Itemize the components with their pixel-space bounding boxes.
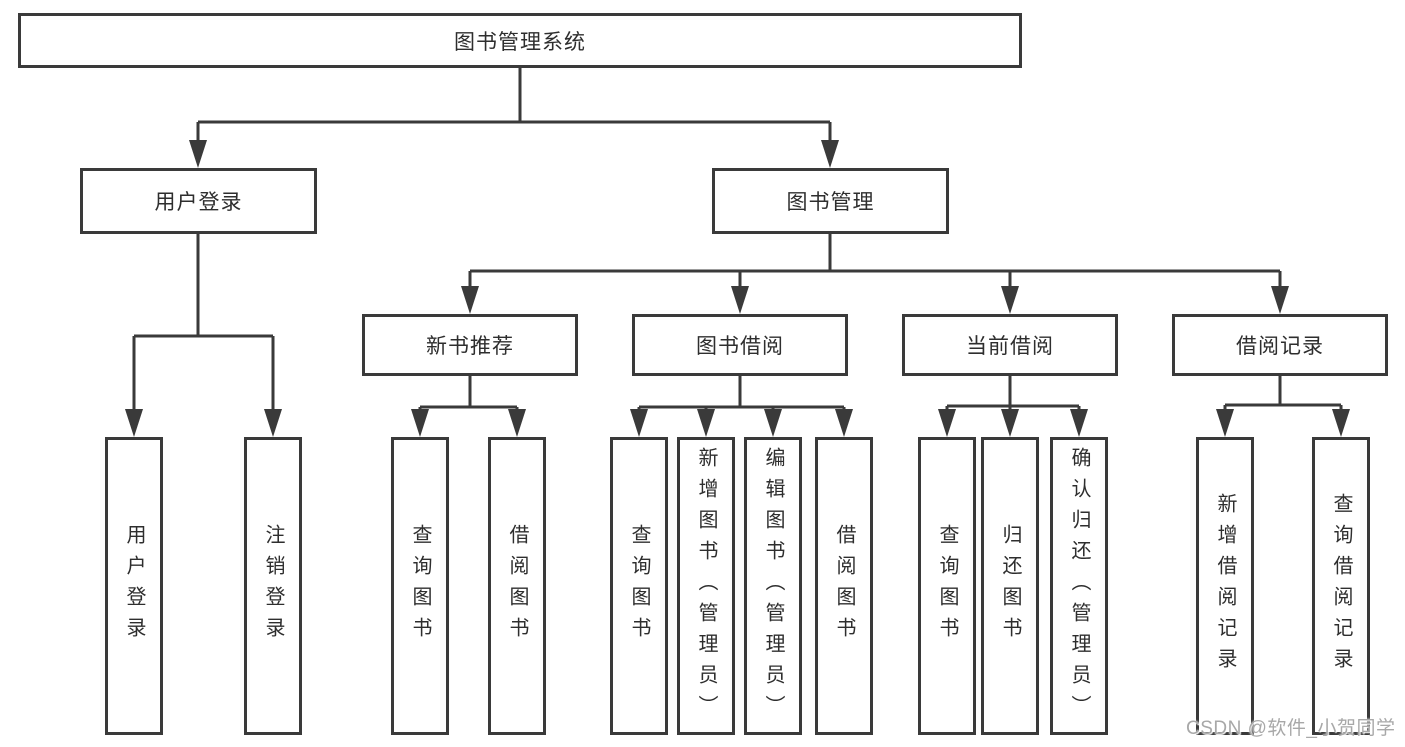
node-user-login: 用户登录 xyxy=(80,168,317,234)
node-label: 借阅图书 xyxy=(833,524,855,648)
node-current-borrow: 当前借阅 xyxy=(902,314,1118,376)
node-label: 图书管理 xyxy=(786,191,875,214)
node-label: 借阅图书 xyxy=(506,524,528,648)
leaf-confirm-return-admin: 确认归还（管理员） xyxy=(1050,437,1108,735)
leaf-add-books-admin: 新增图书（管理员） xyxy=(677,437,735,735)
node-label: 确认归还（管理员） xyxy=(1068,446,1090,726)
node-borrow-records: 借阅记录 xyxy=(1172,314,1388,376)
leaf-query-books-recommend: 查询图书 xyxy=(391,437,449,735)
node-label: 新书推荐 xyxy=(426,335,514,358)
node-label: 编辑图书（管理员） xyxy=(762,446,784,726)
csdn-watermark: CSDN @软件_小贺同学 xyxy=(1186,718,1396,739)
node-label: 查询借阅记录 xyxy=(1330,493,1352,679)
node-book-borrow: 图书借阅 xyxy=(632,314,848,376)
node-label: 用户登录 xyxy=(154,191,243,214)
node-label: 查询图书 xyxy=(409,524,431,648)
leaf-borrow-books: 借阅图书 xyxy=(815,437,873,735)
leaf-query-books-borrow: 查询图书 xyxy=(610,437,668,735)
node-label: 当前借阅 xyxy=(966,335,1054,358)
node-label: 借阅记录 xyxy=(1236,335,1324,358)
node-label: 注销登录 xyxy=(262,524,284,648)
leaf-edit-books-admin: 编辑图书（管理员） xyxy=(744,437,802,735)
node-label: 图书借阅 xyxy=(696,335,784,358)
leaf-user-login: 用户登录 xyxy=(105,437,163,735)
node-label: 图书管理系统 xyxy=(454,30,586,54)
node-label: 新增借阅记录 xyxy=(1214,493,1236,679)
leaf-query-borrow-record: 查询借阅记录 xyxy=(1312,437,1370,735)
leaf-add-borrow-record: 新增借阅记录 xyxy=(1196,437,1254,735)
leaf-return-books: 归还图书 xyxy=(981,437,1039,735)
node-book-management: 图书管理 xyxy=(712,168,949,234)
leaf-logout: 注销登录 xyxy=(244,437,302,735)
leaf-borrow-books-recommend: 借阅图书 xyxy=(488,437,546,735)
node-label: 新增图书（管理员） xyxy=(695,446,717,726)
node-label: 查询图书 xyxy=(628,524,650,648)
node-label: 查询图书 xyxy=(936,524,958,648)
node-new-book-recommend: 新书推荐 xyxy=(362,314,578,376)
node-label: 归还图书 xyxy=(999,524,1021,648)
node-root-library-system: 图书管理系统 xyxy=(18,13,1022,68)
node-label: 用户登录 xyxy=(123,524,145,648)
leaf-query-books-current: 查询图书 xyxy=(918,437,976,735)
